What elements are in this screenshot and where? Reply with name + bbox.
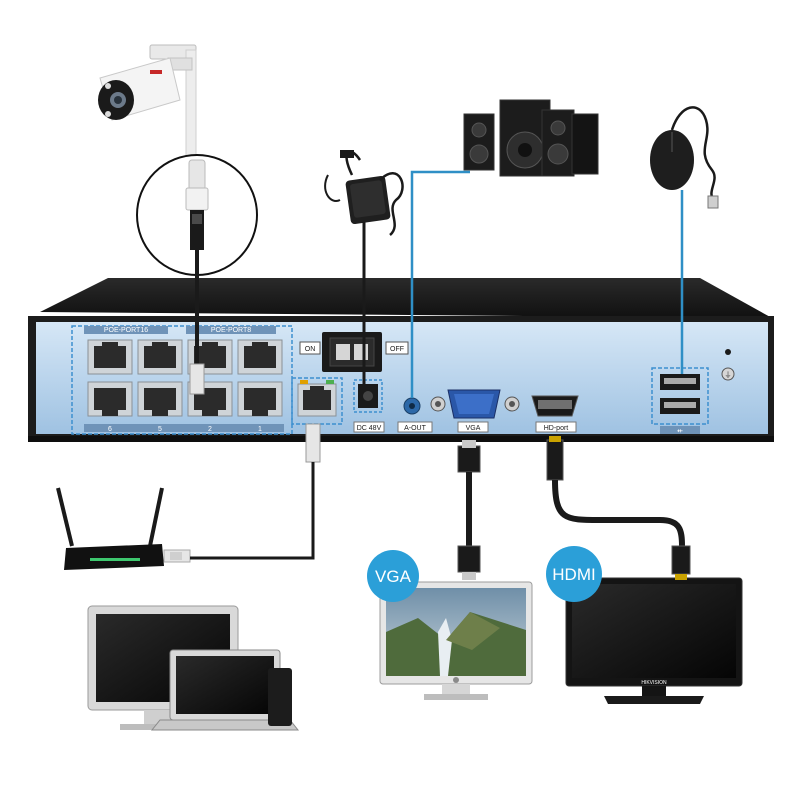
poe-group-label-right: POE-PORT8 — [211, 327, 251, 334]
vga-monitor — [379, 581, 533, 700]
port-number: 5 — [158, 426, 162, 433]
audio-out-label: A-OUT — [404, 425, 427, 432]
wifi-router — [56, 487, 191, 570]
vga-badge: VGA — [367, 550, 419, 602]
poe-group-label-left: POE-PORT16 — [104, 327, 148, 334]
poe-port-block: POE-PORT16 POE-PORT8 6 5 2 1 — [71, 325, 293, 435]
hdmi-badge: HDMI — [546, 546, 602, 602]
port-number: 2 — [208, 426, 212, 433]
cable-connector-zoom — [136, 154, 258, 276]
power-switch[interactable]: ON OFF — [299, 332, 409, 372]
speakers — [463, 99, 599, 177]
ground-screw: ⏚ — [721, 349, 735, 381]
poe-port[interactable] — [137, 339, 183, 375]
rj45-ports — [87, 339, 283, 417]
audio-cable — [410, 170, 470, 398]
svg-text:HDMI: HDMI — [552, 565, 595, 584]
vga-port-label: VGA — [466, 425, 481, 432]
ethernet-plug — [163, 549, 191, 563]
dc-jack-label: DC 48V — [357, 425, 382, 432]
poe-plug — [189, 363, 205, 395]
lan-plug — [305, 423, 321, 463]
tablet — [268, 668, 292, 726]
vga-port[interactable]: VGA — [430, 389, 520, 433]
hdmi-cable — [546, 436, 691, 580]
cables — [189, 170, 691, 580]
audio-out-jack[interactable]: A-OUT — [397, 397, 433, 433]
port-number: 6 — [108, 426, 112, 433]
nvr-back-panel — [36, 322, 768, 434]
computer-devices — [87, 605, 300, 731]
poe-port[interactable] — [237, 339, 283, 375]
monitor-brand: HIKVISION — [641, 680, 667, 686]
dc-power-jack[interactable]: DC 48V — [353, 379, 385, 433]
camera-logo-mark — [150, 70, 162, 74]
poe-port[interactable] — [137, 381, 183, 417]
bullet-camera — [98, 44, 197, 161]
nvr-top-cover — [40, 278, 772, 318]
switch-off-label: OFF — [390, 346, 404, 353]
usb-ports[interactable]: ⇷ — [651, 367, 709, 435]
usb-icon: ⇷ — [677, 428, 683, 435]
power-adapter — [324, 150, 404, 236]
usb-mouse — [650, 106, 719, 209]
poe-port[interactable] — [87, 381, 133, 417]
ground-icon: ⏚ — [725, 371, 732, 379]
svg-text:VGA: VGA — [375, 567, 412, 586]
hdmi-port[interactable]: HD-port — [531, 395, 579, 433]
switch-on-label: ON — [305, 346, 316, 353]
hdmi-monitor: HIKVISION — [565, 577, 743, 704]
port-number: 1 — [258, 426, 262, 433]
poe-port[interactable] — [87, 339, 133, 375]
lan-cable — [190, 462, 315, 560]
hdmi-port-label: HD-port — [544, 425, 569, 432]
apple-logo — [453, 677, 459, 683]
vga-cable — [457, 440, 481, 580]
poe-port[interactable] — [237, 381, 283, 417]
